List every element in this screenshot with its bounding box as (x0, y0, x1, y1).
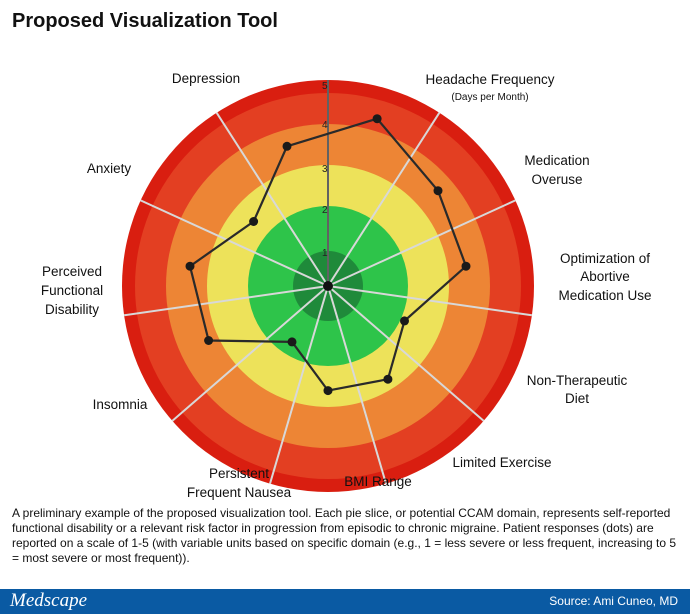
response-dot (249, 217, 259, 226)
label-nausea-2: Frequent Nausea (187, 485, 292, 500)
label-nausea-1: Persistent (209, 466, 269, 481)
label-optimization-1: Optimization of (560, 251, 650, 266)
response-dot (282, 141, 292, 151)
scale-ticks: 1 2 3 4 5 (322, 81, 328, 259)
response-dot (433, 186, 443, 196)
tick-label-2: 2 (322, 205, 328, 216)
label-insomnia: Insomnia (93, 397, 148, 412)
label-anxiety: Anxiety (87, 161, 132, 176)
response-dot (185, 261, 195, 271)
medscape-logo[interactable]: Medscape (10, 590, 88, 611)
response-dot (461, 261, 471, 271)
label-medication-overuse-2: Overuse (531, 172, 582, 187)
label-limited-exercise: Limited Exercise (452, 455, 551, 470)
response-outline (188, 117, 468, 392)
spoke-divider (171, 285, 329, 422)
label-bmi-range: BMI Range (344, 474, 412, 489)
label-optimization-3: Medication Use (558, 288, 651, 303)
spoke-divider (327, 285, 485, 422)
label-depression: Depression (172, 71, 240, 86)
response-dot (323, 386, 333, 396)
tick-label-5: 5 (322, 81, 328, 92)
tick-label-1: 1 (322, 248, 328, 259)
spoke-divider (215, 112, 329, 287)
label-diet-1: Non-Therapeutic (527, 373, 628, 388)
label-diet-2: Diet (565, 391, 589, 406)
center-hub (323, 281, 333, 291)
spoke-divider (269, 285, 329, 484)
response-dot (287, 337, 297, 347)
tick-label-4: 4 (322, 120, 328, 131)
spoke-divider (327, 285, 533, 317)
radar-diagram: 1 2 3 4 5 Depression Headache Frequency … (41, 71, 652, 500)
label-medication-overuse-1: Medication (524, 153, 589, 168)
spoke-divider (140, 199, 329, 287)
response-dot (204, 336, 214, 345)
domain-labels: Depression Headache Frequency (Days per … (41, 71, 652, 500)
patient-responses (185, 114, 471, 396)
spoke-divider (123, 285, 329, 317)
spoke-divider (327, 199, 516, 287)
source-credit: Source: Ami Cuneo, MD (549, 594, 678, 608)
spoke-divider (327, 112, 441, 287)
response-dot (400, 316, 409, 326)
label-optimization-2: Abortive (580, 269, 630, 284)
page-title: Proposed Visualization Tool (12, 10, 278, 32)
response-dot (383, 374, 393, 384)
label-disability-3: Disability (45, 302, 99, 317)
label-disability-2: Functional (41, 283, 103, 298)
response-dot (372, 114, 382, 124)
tick-label-3: 3 (322, 164, 328, 175)
footer-bar: Medscape Source: Ami Cuneo, MD (0, 589, 690, 614)
label-disability-1: Perceived (42, 264, 102, 279)
label-headache-sub: (Days per Month) (451, 92, 528, 103)
figure-caption: A preliminary example of the proposed vi… (12, 506, 677, 565)
label-headache-frequency: Headache Frequency (425, 72, 554, 87)
